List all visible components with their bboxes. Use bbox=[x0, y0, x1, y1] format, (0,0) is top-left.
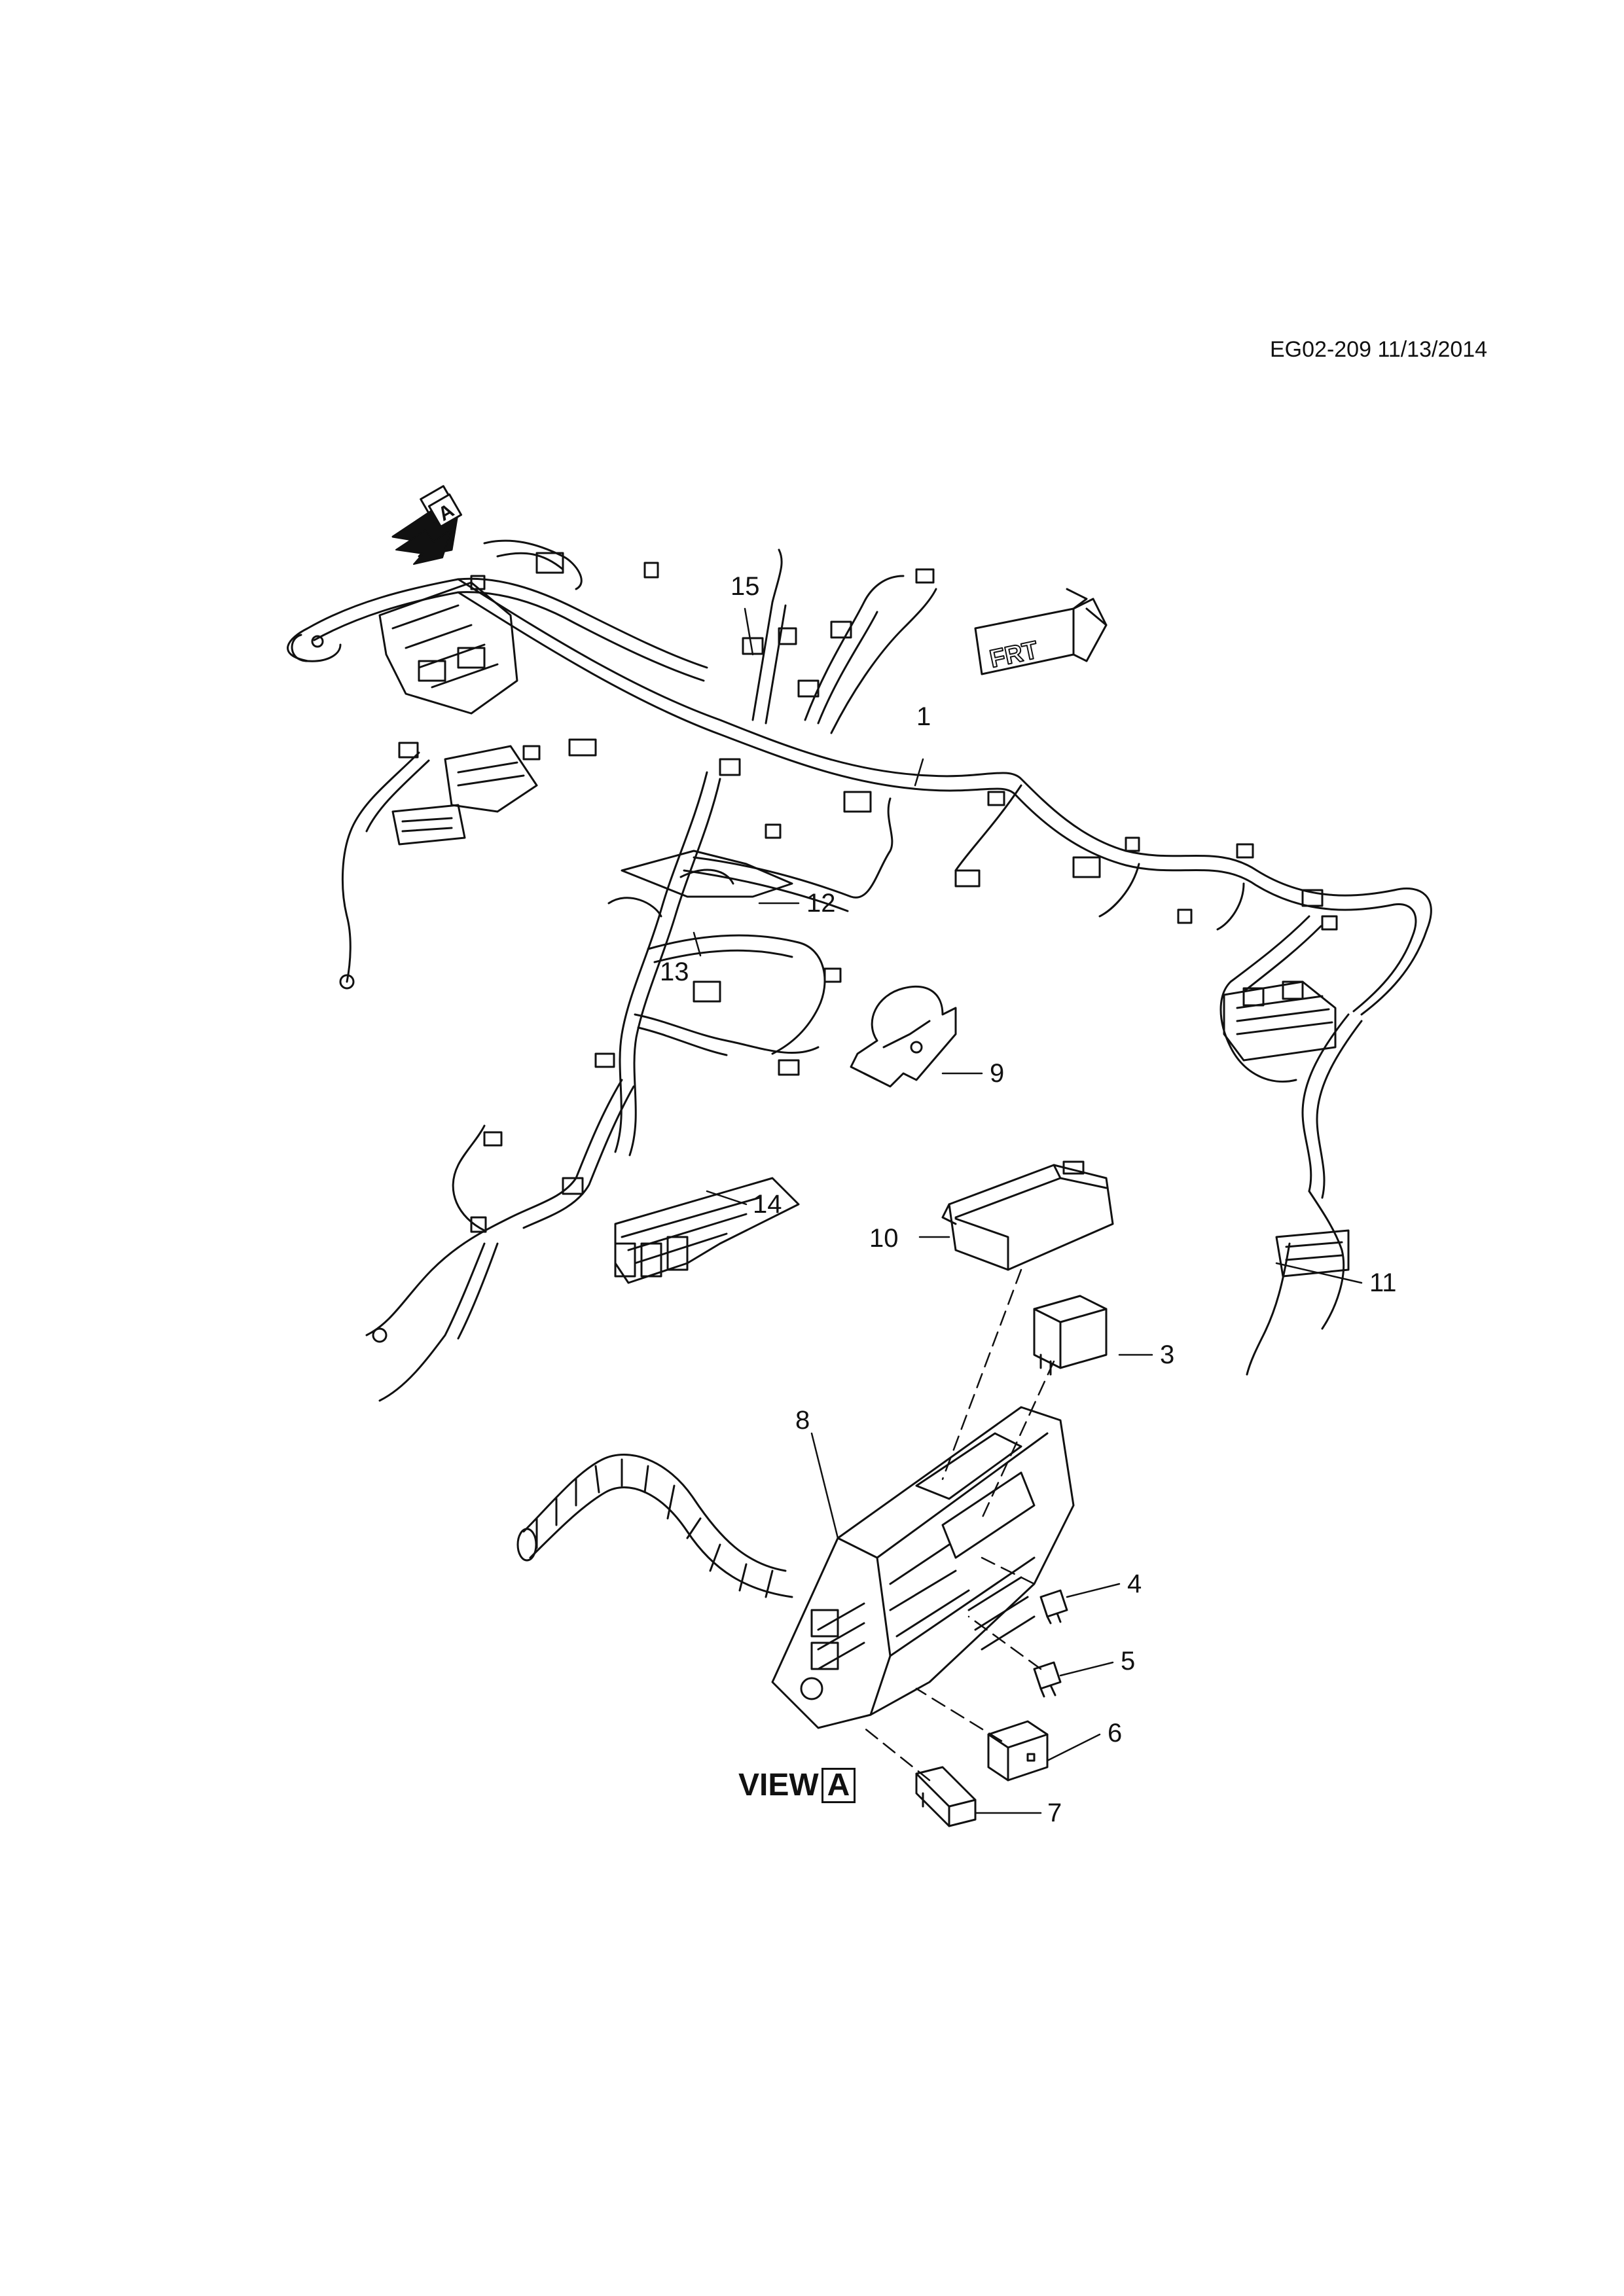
bracket-item-9 bbox=[850, 985, 957, 1088]
callout-10: 10 bbox=[869, 1224, 899, 1253]
right-connector-cluster bbox=[1223, 915, 1350, 1278]
front-direction-marker bbox=[974, 588, 1108, 675]
callout-14: 14 bbox=[753, 1190, 782, 1219]
conduit bbox=[516, 1454, 793, 1598]
view-label-text: VIEW bbox=[738, 1768, 819, 1803]
callout-3: 3 bbox=[1160, 1340, 1175, 1369]
installation-dash-lines bbox=[863, 1268, 1055, 1782]
callout-5: 5 bbox=[1121, 1647, 1136, 1676]
left-connector-cluster bbox=[291, 485, 597, 990]
callout-6: 6 bbox=[1108, 1719, 1123, 1748]
leader-lines bbox=[693, 607, 1363, 1814]
fuse-item-4 bbox=[1039, 1589, 1068, 1624]
callout-4: 4 bbox=[1127, 1570, 1142, 1598]
fuse-block-item-8 bbox=[771, 1406, 1075, 1729]
relay-item-3 bbox=[1033, 1295, 1108, 1376]
fuse-item-7 bbox=[915, 1766, 977, 1827]
callout-12: 12 bbox=[806, 889, 836, 918]
view-a-marker bbox=[395, 493, 463, 565]
fuse-item-5 bbox=[1033, 1661, 1062, 1698]
module-item-14 bbox=[614, 1177, 800, 1284]
callout-7: 7 bbox=[1047, 1799, 1062, 1827]
callout-13: 13 bbox=[660, 958, 689, 986]
callout-1: 1 bbox=[916, 702, 931, 731]
front-marker-text: FRT bbox=[987, 636, 1040, 673]
drawing-id: EG02-209 11/13/2014 bbox=[1270, 337, 1488, 362]
callout-15: 15 bbox=[731, 572, 760, 601]
relay-item-6 bbox=[987, 1720, 1049, 1782]
harness-connectors bbox=[372, 562, 1324, 1343]
callout-8: 8 bbox=[795, 1406, 810, 1435]
callout-11: 11 bbox=[1369, 1268, 1397, 1297]
cover-item-10 bbox=[941, 1160, 1114, 1271]
view-label-letter: A bbox=[821, 1768, 856, 1803]
callout-9: 9 bbox=[990, 1059, 1005, 1088]
